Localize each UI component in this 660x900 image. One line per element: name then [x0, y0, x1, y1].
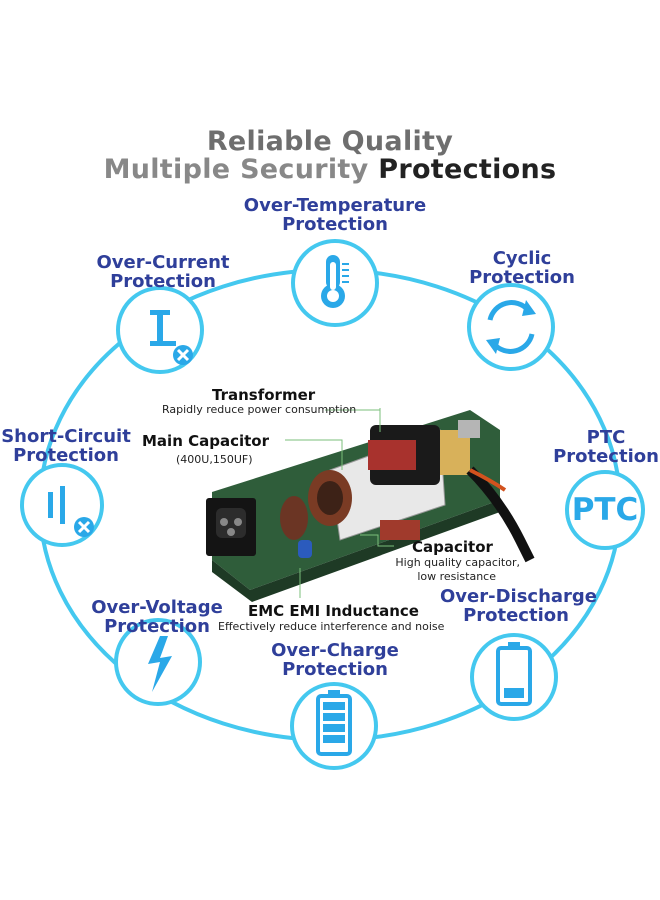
label-over-discharge: Over-Discharge Protection — [440, 586, 598, 626]
callout-lines — [285, 408, 394, 598]
heading-line2-suffix: Protections — [378, 154, 557, 185]
current-icon — [116, 286, 204, 374]
battery-low-icon — [470, 633, 558, 721]
callout-emi-title: EMC EMI Inductance — [248, 602, 419, 620]
label-over-voltage: Over-Voltage Protection — [86, 598, 228, 636]
label-line1: Short-Circuit — [1, 426, 131, 447]
label-line1: Over-Temperature — [243, 195, 427, 216]
heading-line1: Reliable Quality — [206, 126, 454, 157]
heading-line2-prefix: Multiple Security — [103, 154, 379, 185]
label-cyclic: Cyclic Protection — [456, 249, 588, 287]
callout-main-capacitor-title: Main Capacitor — [142, 432, 269, 450]
thermometer-icon — [291, 239, 379, 327]
cycle-arrows-icon — [467, 283, 555, 371]
label-line2: Protection — [110, 271, 216, 292]
label-line2: Protection — [553, 446, 659, 467]
callout-transformer-title: Transformer — [212, 386, 316, 404]
label-short-circuit: Short-Circuit Protection — [0, 427, 132, 465]
label-line1: PTC — [586, 427, 626, 448]
power-board-image — [206, 410, 535, 602]
label-line2: Protection — [463, 605, 569, 626]
callout-main-capacitor-sub: (400U,150UF) — [176, 453, 253, 466]
callout-transformer-sub: Rapidly reduce power consumption — [162, 403, 357, 416]
callout-capacitor-sub2: low resistance — [417, 570, 496, 583]
label-line2: Protection — [13, 445, 119, 466]
label-line2: Protection — [282, 214, 388, 235]
label-ptc: PTC Protection — [552, 428, 660, 466]
callout-capacitor-sub1: High quality capacitor, — [395, 556, 520, 569]
label-line1: Cyclic — [492, 248, 552, 269]
label-over-charge: Over-Charge Protection — [262, 641, 408, 679]
lightning-icon — [114, 618, 202, 706]
battery-full-icon — [290, 682, 378, 770]
callout-emi-sub: Effectively reduce interference and nois… — [218, 620, 445, 633]
label-line1: Over-Current — [96, 252, 230, 273]
label-line1: Over-Discharge — [440, 586, 598, 607]
label-line2: Protection — [282, 659, 388, 680]
label-over-current: Over-Current Protection — [88, 253, 238, 291]
label-line2: Protection — [469, 267, 575, 288]
heading-line2: Multiple Security Protections — [0, 154, 660, 185]
label-line1: Over-Voltage — [91, 597, 223, 618]
ptc-badge-text: PTC — [571, 492, 639, 528]
ptc-icon — [565, 470, 645, 550]
label-line2: Protection — [104, 616, 210, 637]
callout-capacitor-title: Capacitor — [412, 538, 493, 556]
label-line1: Over-Charge — [271, 640, 399, 661]
label-over-temperature: Over-Temperature Protection — [232, 196, 438, 234]
short-circuit-icon — [20, 463, 104, 547]
